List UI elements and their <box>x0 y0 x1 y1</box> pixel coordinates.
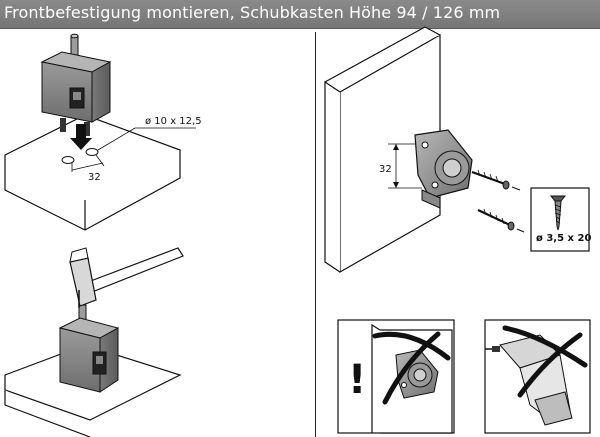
drilled-holes <box>61 148 99 164</box>
screw-lower <box>477 208 525 233</box>
screw-upper <box>471 169 521 191</box>
warning-icon: ! <box>348 357 366 403</box>
page-title: Frontbefestigung montieren, Schubkasten … <box>4 3 501 22</box>
front-bracket-icon <box>414 129 473 209</box>
push-down-arrow <box>70 124 92 150</box>
bracket-height-label: 32 <box>379 164 392 175</box>
column-divider <box>315 32 316 437</box>
screw-icon <box>549 195 567 231</box>
warning-panel-left: ! <box>337 319 455 434</box>
title-bar: Frontbefestigung montieren, Schubkasten … <box>0 0 600 29</box>
drilling-jig-icon <box>40 33 112 136</box>
step1-board <box>4 114 182 231</box>
front-bracket-small-icon <box>395 349 439 399</box>
screw-spec-label: ø 3,5 x 20 <box>536 233 591 244</box>
hole-spacing-label: 32 <box>88 172 101 183</box>
front-panel <box>324 26 441 274</box>
dowel-size-label: ø 10 x 12,5 <box>145 116 202 127</box>
cross-out-icon <box>372 331 451 405</box>
warning-panel-right <box>484 319 591 434</box>
screw-spec-box: ø 3,5 x 20 <box>530 187 591 252</box>
hammer-icon <box>69 247 184 308</box>
jig-hammered-icon <box>58 304 120 393</box>
